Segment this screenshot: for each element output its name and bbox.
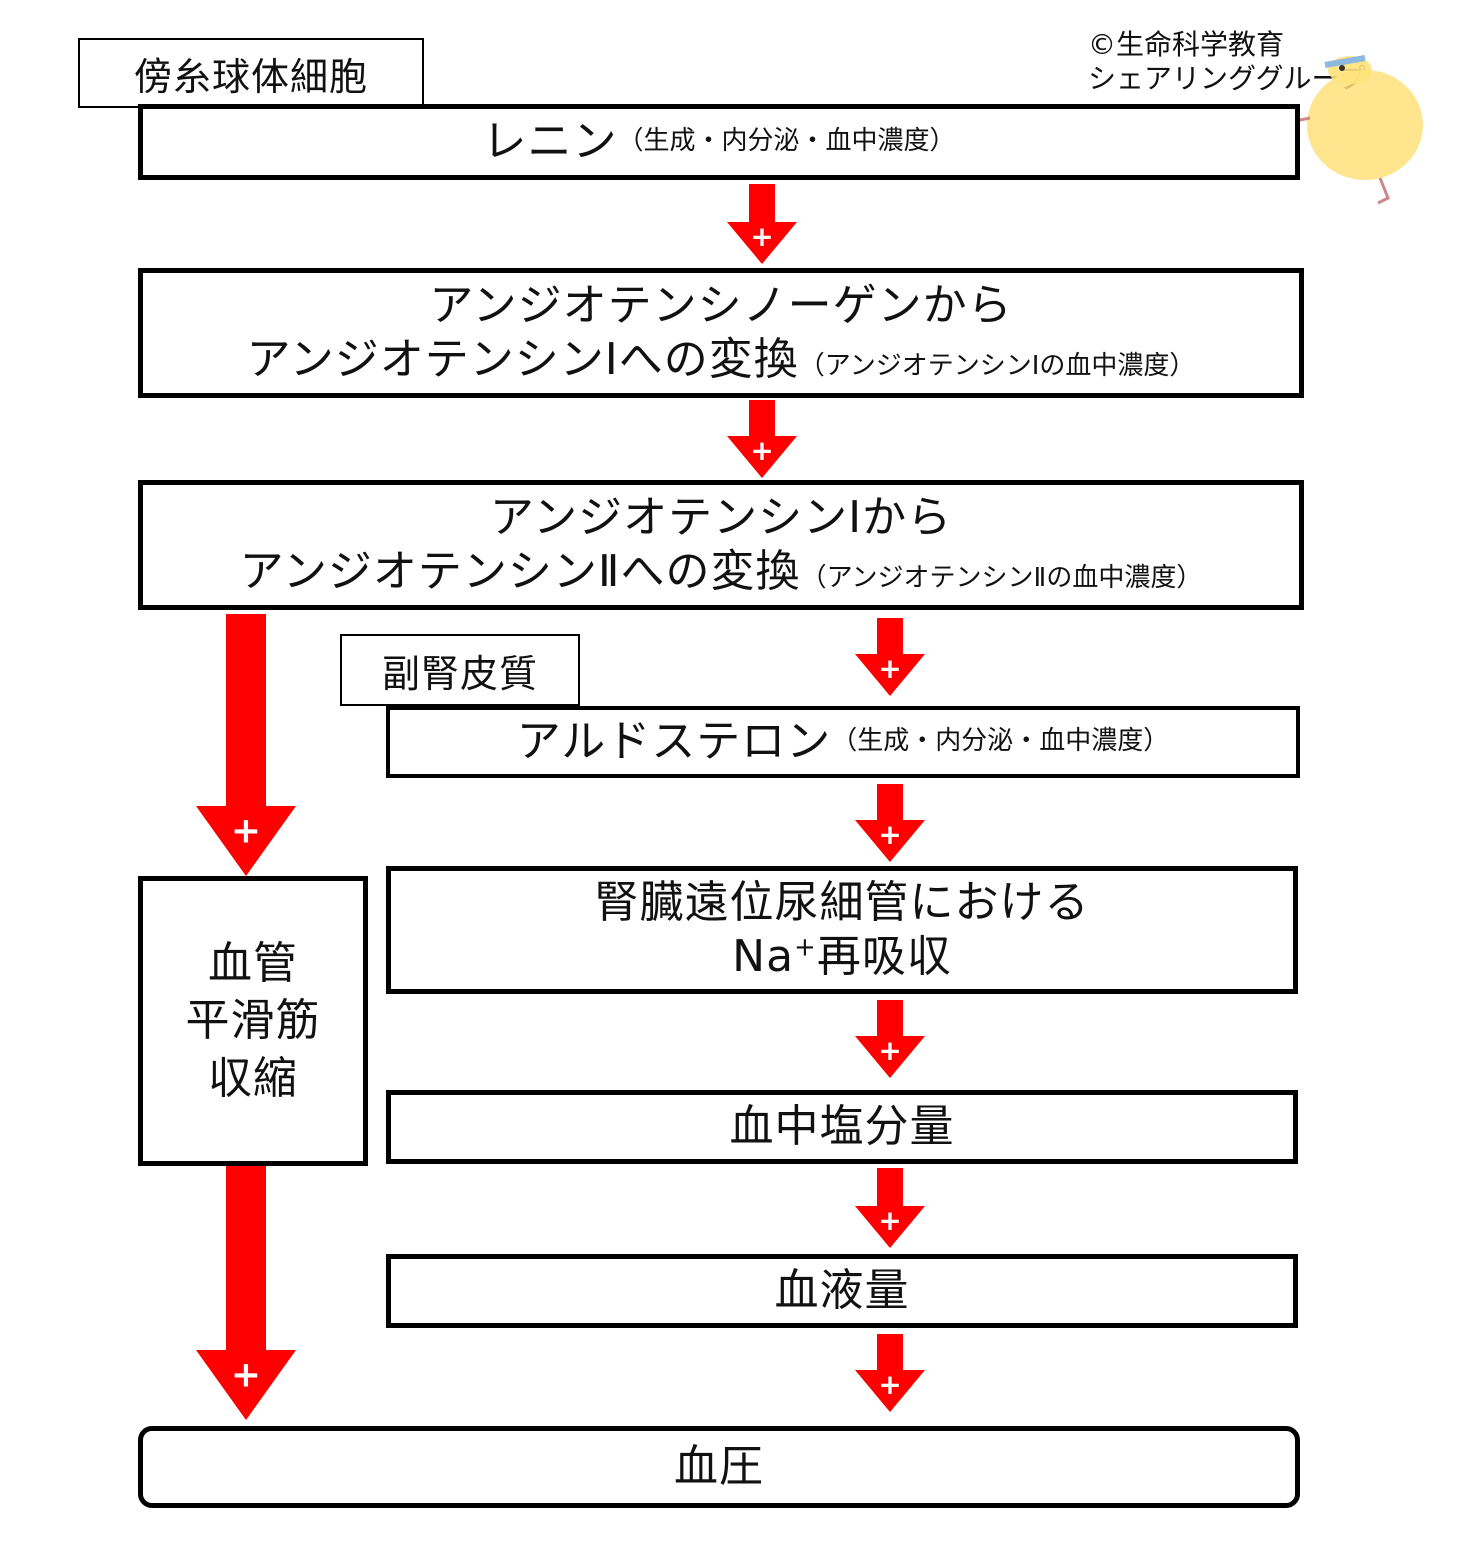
- angiotensin-1-box: アンジオテンシノーゲンから アンジオテンシンⅠへの変換（アンジオテンシンⅠの血中…: [138, 268, 1304, 398]
- arrow-na-to-salt-plus-sign: +: [878, 1034, 901, 1067]
- arrow-salt-to-volume: +: [855, 1168, 925, 1248]
- angiotensin-1-line-1: アンジオテンシノーゲンから: [429, 280, 1013, 332]
- adrenal-cortex-label-text: 副腎皮質: [381, 651, 538, 696]
- vascular-contraction-box: 血管 平滑筋 収縮: [138, 876, 368, 1166]
- arrow-aldosterone-to-na: +: [855, 784, 925, 862]
- arrow-renin-to-ang1-shape: [727, 184, 797, 264]
- arrow-vascular-to-bp: +: [196, 1166, 296, 1420]
- arrow-na-to-salt-shape: [855, 1000, 925, 1078]
- blood-volume-text: 血液量: [774, 1265, 910, 1317]
- blood-volume-box: 血液量: [386, 1254, 1298, 1328]
- vascular-line-1: 血管: [208, 938, 298, 990]
- renin-note: （生成・内分泌・血中濃度）: [617, 126, 956, 157]
- arrow-vascular-to-bp-plus-sign: +: [231, 1355, 261, 1396]
- arrow-vascular-to-bp-shape: [196, 1166, 296, 1420]
- jga-cells-label-text: 傍糸球体細胞: [133, 54, 368, 99]
- adrenal-cortex-label: 副腎皮質: [340, 634, 580, 706]
- arrow-ang2-to-aldosterone-shape: [855, 618, 925, 696]
- arrow-volume-to-bp-shape: [855, 1334, 925, 1412]
- arrow-ang2-to-vascular-shape: [196, 614, 296, 876]
- credit-line-1: ©生命科学教育: [1088, 28, 1285, 61]
- arrow-ang2-to-aldosterone-plus-sign: +: [878, 652, 901, 685]
- arrow-ang1-to-ang2-shape: [727, 400, 797, 478]
- arrow-ang1-to-ang2: +: [727, 400, 797, 478]
- na-reabsorption-line-1: 腎臓遠位尿細管における: [594, 877, 1090, 929]
- na-reabsorption-text: 再吸収: [816, 931, 952, 982]
- blood-pressure-text: 血圧: [674, 1441, 764, 1493]
- blood-pressure-box: 血圧: [138, 1426, 1300, 1508]
- na-symbol: Na: [732, 931, 795, 982]
- copyright-credit: ©生命科学教育 シェアリンググループ: [1088, 28, 1366, 96]
- arrow-ang2-to-vascular: +: [196, 614, 296, 876]
- aldosterone-note: （生成・内分泌・血中濃度）: [831, 726, 1170, 757]
- arrow-aldosterone-to-na-shape: [855, 784, 925, 862]
- arrow-volume-to-bp-plus-sign: +: [878, 1368, 901, 1401]
- angiotensin-2-box: アンジオテンシンⅠから アンジオテンシンⅡへの変換（アンジオテンシンⅡの血中濃度…: [138, 480, 1304, 610]
- angiotensin-1-line-2: アンジオテンシンⅠへの変換: [246, 334, 799, 385]
- angiotensin-2-line-1: アンジオテンシンⅠから: [489, 492, 953, 544]
- aldosterone-box: アルドステロン （生成・内分泌・血中濃度）: [386, 706, 1300, 778]
- renin-text: レニン: [482, 116, 618, 168]
- aldosterone-text: アルドステロン: [516, 716, 832, 768]
- blood-salt-text: 血中塩分量: [729, 1101, 955, 1153]
- arrow-salt-to-volume-plus-sign: +: [878, 1204, 901, 1237]
- angiotensin-2-line-2-wrap: アンジオテンシンⅡへの変換（アンジオテンシンⅡの血中濃度）: [240, 545, 1203, 599]
- arrow-renin-to-ang1: +: [727, 184, 797, 264]
- jga-cells-label: 傍糸球体細胞: [78, 38, 424, 108]
- vascular-line-3: 収縮: [208, 1052, 298, 1104]
- angiotensin-2-note: （アンジオテンシンⅡの血中濃度）: [800, 563, 1203, 593]
- renin-box: レニン （生成・内分泌・血中濃度）: [138, 104, 1300, 180]
- na-reabsorption-box: 腎臓遠位尿細管における Na+再吸収: [386, 866, 1298, 994]
- credit-line-2: シェアリンググループ: [1088, 62, 1366, 95]
- arrow-ang2-to-vascular-plus-sign: +: [231, 811, 261, 852]
- arrow-ang2-to-aldosterone: +: [855, 618, 925, 696]
- arrow-volume-to-bp: +: [855, 1334, 925, 1412]
- arrow-aldosterone-to-na-plus-sign: +: [878, 818, 901, 851]
- arrow-salt-to-volume-shape: [855, 1168, 925, 1248]
- angiotensin-1-line-2-wrap: アンジオテンシンⅠへの変換（アンジオテンシンⅠの血中濃度）: [247, 333, 1196, 387]
- arrow-na-to-salt: +: [855, 1000, 925, 1078]
- arrow-renin-to-ang1-plus-sign: +: [750, 220, 773, 253]
- vascular-line-2: 平滑筋: [185, 995, 321, 1047]
- angiotensin-2-line-2: アンジオテンシンⅡへの変換: [239, 546, 801, 597]
- angiotensin-1-note: （アンジオテンシンⅠの血中濃度）: [798, 351, 1196, 381]
- arrow-ang1-to-ang2-plus-sign: +: [750, 434, 773, 467]
- na-reabsorption-line-2: Na+再吸収: [732, 930, 952, 984]
- na-charge: +: [794, 932, 817, 963]
- blood-salt-box: 血中塩分量: [386, 1090, 1298, 1164]
